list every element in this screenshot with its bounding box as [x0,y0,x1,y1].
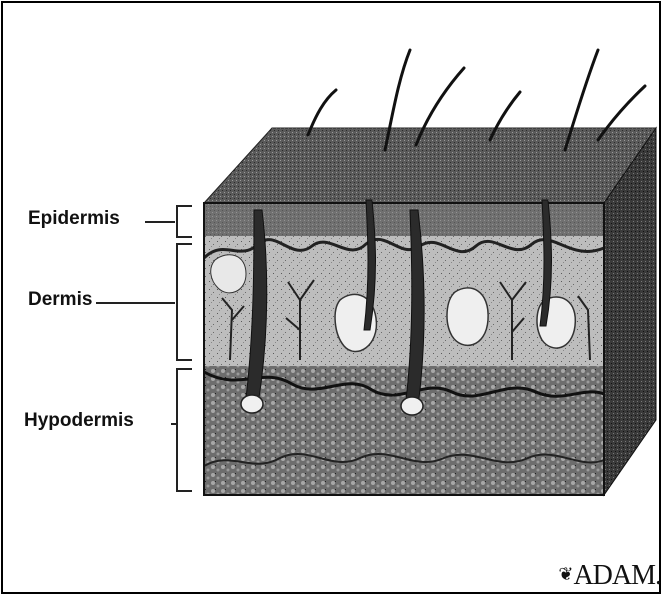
bracket-dermis [176,243,192,361]
skin-surface [204,128,656,203]
adam-logo: ❦ADAM. [558,560,661,592]
adam-logo-text: ADAM. [573,560,661,591]
leader-epidermis [145,221,175,223]
label-hypodermis: Hypodermis [24,410,134,432]
label-epidermis: Epidermis [28,208,120,230]
adam-logo-mark-icon: ❦ [558,564,572,584]
hypodermis-layer [204,366,604,495]
bracket-epidermis [176,205,192,238]
label-dermis: Dermis [28,289,92,311]
bracket-hypodermis [176,368,192,492]
leader-dermis [96,302,175,304]
